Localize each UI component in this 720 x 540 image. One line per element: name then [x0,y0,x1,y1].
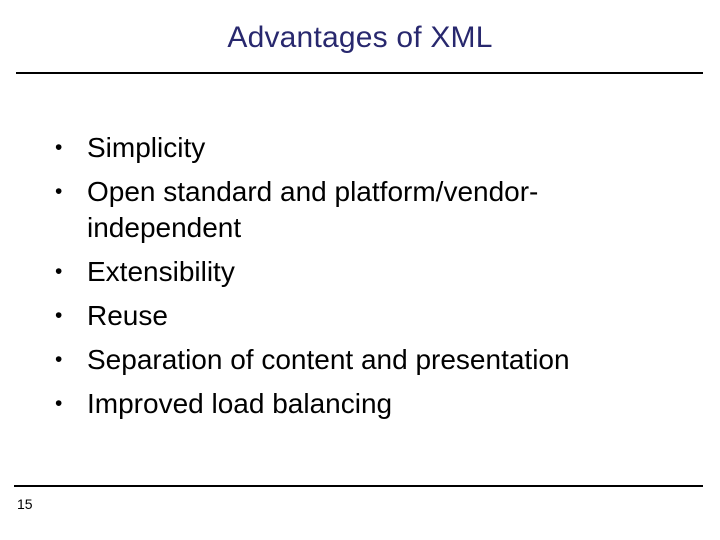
bullet-text: Improved load balancing [87,386,700,422]
page-number: 15 [17,496,33,512]
bullet-line: Simplicity [87,132,206,163]
bullet-text: Simplicity [87,130,700,166]
bullet-text: Open standard and platform/vendor- indep… [87,174,700,246]
bullet-line: Extensibility [87,256,235,287]
bullet-dot-icon: • [55,348,63,371]
footer-divider [14,485,703,487]
bullet-item-separation: • Separation of content and presentation [0,342,700,378]
bullet-text: Extensibility [87,254,700,290]
bullet-item-open-standard: • Open standard and platform/vendor- ind… [0,174,700,246]
bullet-item-reuse: • Reuse [0,298,700,334]
bullet-item-simplicity: • Simplicity [0,130,700,166]
bullet-line: Separation of content and presentation [87,344,570,375]
bullet-line: Open standard and platform/vendor- [87,176,539,207]
bullet-dot-icon: • [55,304,63,327]
bullet-item-load-balancing: • Improved load balancing [0,386,700,422]
bullet-text: Reuse [87,298,700,334]
bullet-dot-icon: • [55,136,63,159]
bullet-dot-icon: • [55,260,63,283]
title-divider [16,72,703,74]
bullet-line: independent [87,212,242,243]
bullet-item-extensibility: • Extensibility [0,254,700,290]
slide-title: Advantages of XML [227,21,493,54]
bullet-line: Improved load balancing [87,388,393,419]
bullet-line: Reuse [87,300,168,331]
bullet-dot-icon: • [55,392,63,415]
bullet-dot-icon: • [55,180,63,203]
bullet-text: Separation of content and presentation [87,342,700,378]
bullet-list: • Simplicity • Open standard and platfor… [0,130,700,430]
